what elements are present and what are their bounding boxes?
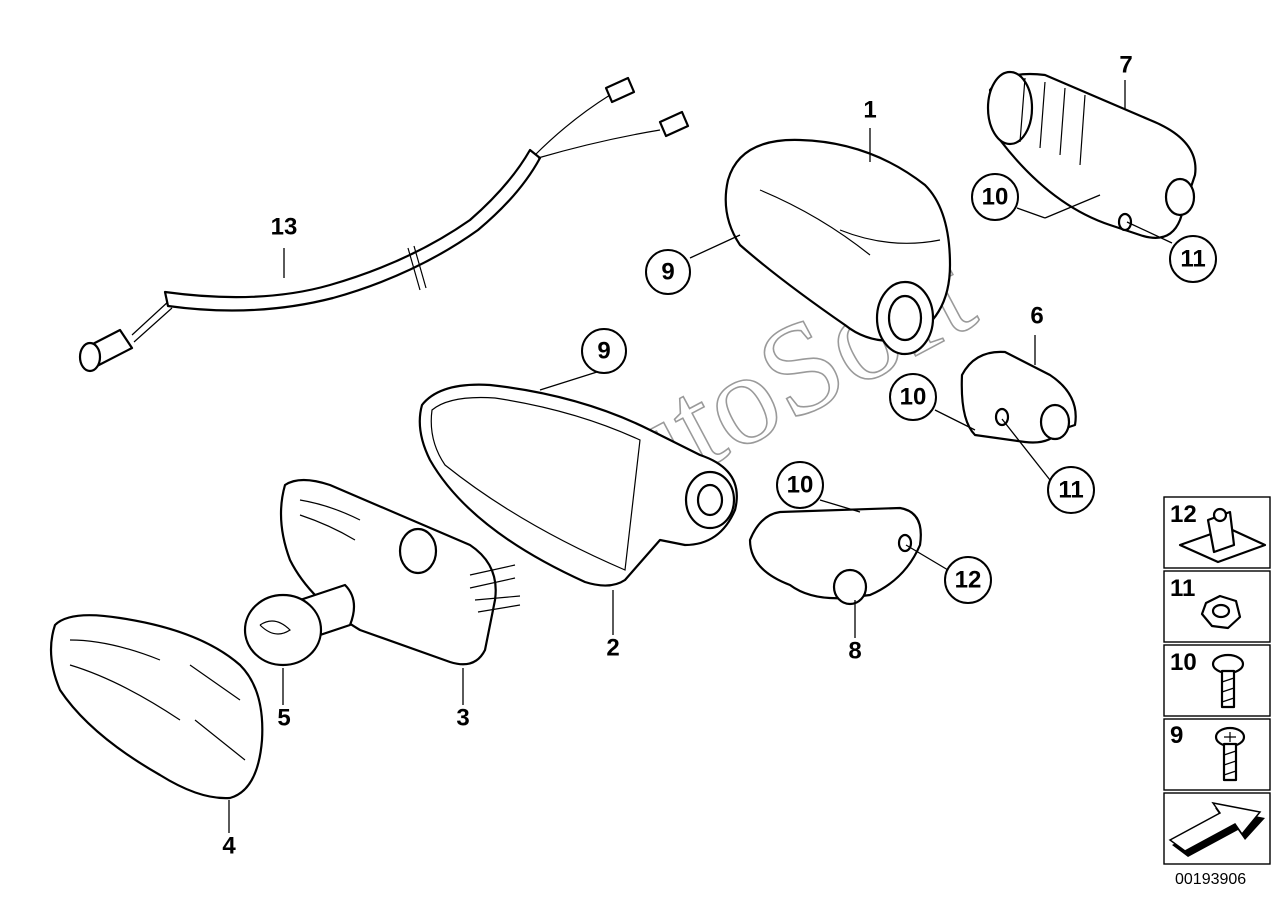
upper-housing-part (724, 138, 952, 356)
hardware-legend: 12 11 10 9 (1163, 496, 1271, 888)
angled-mount-part (748, 506, 922, 606)
direction-arrow-icon (1168, 801, 1265, 857)
callout-4: 4 (222, 833, 236, 860)
svg-text:11: 11 (1170, 575, 1195, 602)
svg-text:10: 10 (900, 384, 927, 411)
cylindrical-mount-part (986, 70, 1197, 239)
svg-text:10: 10 (982, 184, 1009, 211)
phillips-screw-icon (1214, 726, 1246, 782)
callout-8: 8 (848, 638, 861, 665)
svg-text:11: 11 (1058, 477, 1083, 504)
callout-9-upper: 9 (645, 249, 691, 295)
svg-text:10: 10 (1170, 649, 1197, 676)
callout-9-lower: 9 (581, 328, 627, 374)
callout-numbers: 13 1 7 6 2 3 5 4 8 (222, 52, 1132, 860)
lamp-housing-part (418, 383, 738, 587)
svg-text:12: 12 (955, 567, 982, 594)
leader-lines (228, 80, 1173, 833)
legend-item-12: 12 (1163, 496, 1271, 569)
svg-text:9: 9 (1170, 722, 1183, 749)
svg-text:12: 12 (1170, 501, 1197, 528)
svg-text:9: 9 (661, 259, 674, 286)
svg-text:9: 9 (597, 338, 610, 365)
callout-3: 3 (456, 705, 469, 732)
document-number: 00193906 (1175, 871, 1246, 888)
callout-11-middle: 11 (1047, 466, 1095, 514)
legend-item-9: 9 (1163, 718, 1271, 791)
callout-10-lower: 10 (776, 461, 824, 509)
reflector-part (279, 478, 521, 666)
bulb-part (243, 583, 356, 667)
short-mount-part (960, 350, 1077, 444)
circled-callouts: 9 9 10 11 10 11 10 12 (581, 173, 1217, 604)
clip-nut-icon (1178, 507, 1267, 564)
svg-text:10: 10 (787, 472, 814, 499)
legend-item-11: 11 (1163, 570, 1271, 643)
callout-5: 5 (277, 705, 290, 732)
lens-part (49, 614, 264, 800)
legend-item-arrow (1163, 792, 1271, 865)
callout-7: 7 (1119, 52, 1132, 79)
torx-screw-icon (1211, 653, 1245, 709)
callout-10-middle: 10 (889, 373, 937, 421)
wiring-harness-part (78, 76, 690, 373)
callout-13: 13 (271, 214, 298, 241)
callout-2: 2 (606, 635, 619, 662)
callout-12: 12 (944, 556, 992, 604)
callout-6: 6 (1030, 303, 1043, 330)
callout-10-top: 10 (971, 173, 1019, 221)
callout-11-top: 11 (1169, 235, 1217, 283)
callout-1: 1 (863, 97, 876, 124)
legend-item-10: 10 (1163, 644, 1271, 717)
svg-text:11: 11 (1180, 246, 1205, 273)
hex-nut-icon (1200, 594, 1242, 630)
